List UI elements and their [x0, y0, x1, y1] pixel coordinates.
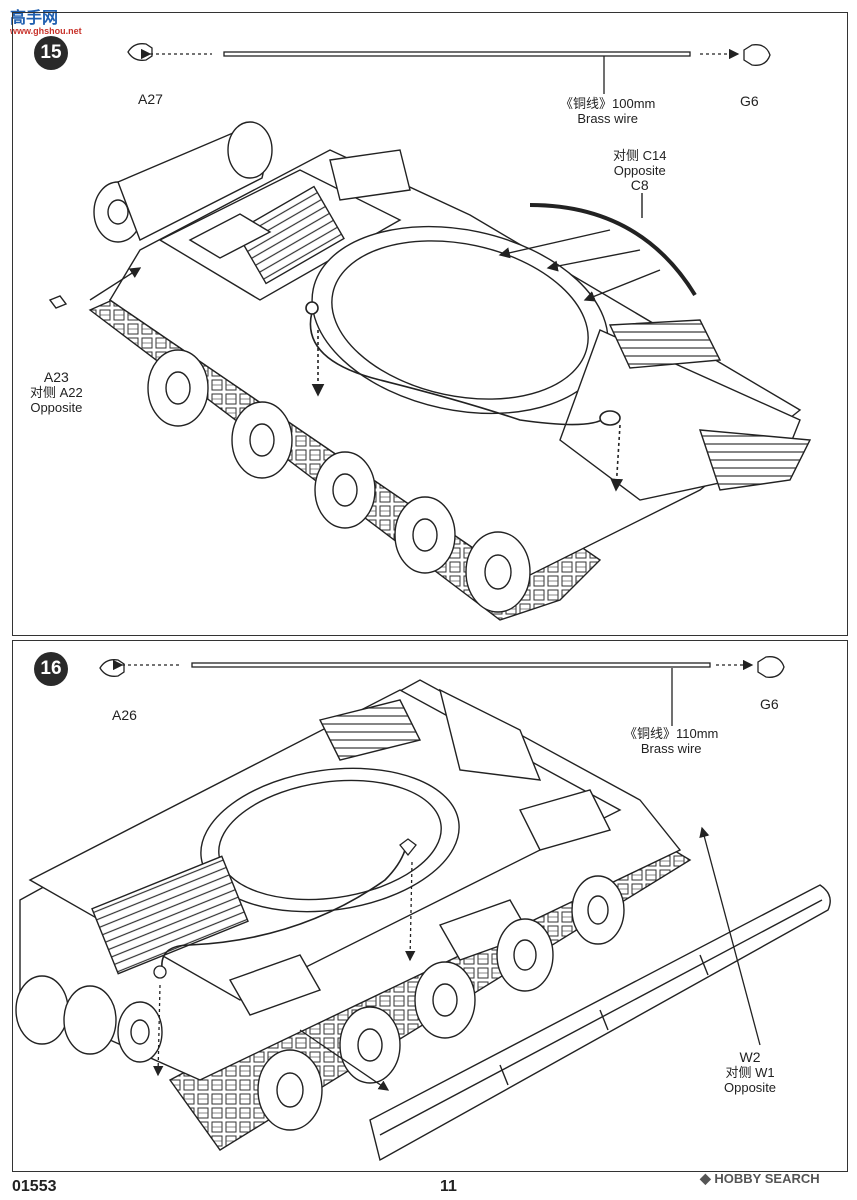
- step16-road-wheels: [257, 875, 625, 1131]
- part-label-a23-a22: A23 对侧 A22 Opposite: [30, 369, 83, 416]
- c14-line1: 对侧 C14: [613, 148, 667, 163]
- a23-line1: A23: [43, 369, 69, 385]
- a23-line2: 对侧 A22: [30, 385, 83, 400]
- step-16-badge: 16: [34, 652, 68, 686]
- step15-fender-part: [48, 193, 697, 309]
- step15-installed-wire: [305, 301, 624, 492]
- brass-wire-100-cn: 《铜线》100mm: [560, 96, 656, 111]
- step16-wire-callout: [99, 656, 785, 726]
- brass-wire-110-label: 《铜线》110mm Brass wire: [624, 726, 718, 756]
- c14-line3: C8: [630, 177, 649, 193]
- step15-road-wheels: [147, 349, 531, 613]
- part-label-a26: A26: [112, 707, 137, 723]
- a23-line3: Opposite: [30, 400, 83, 415]
- step16-arrows: [153, 826, 761, 1091]
- step-15-badge: 15: [34, 36, 68, 70]
- step-15-panel: [12, 12, 848, 636]
- page-number: 11: [440, 1178, 457, 1195]
- w2-line1: W2: [739, 1049, 761, 1065]
- brass-wire-110-en: Brass wire: [640, 741, 702, 756]
- part-label-a27: A27: [138, 91, 163, 107]
- site-watermark: 高手网 www.ghshou.net: [10, 4, 82, 36]
- part-label-w2-w1: W2 对侧 W1 Opposite: [724, 1049, 777, 1096]
- brass-wire-100-en: Brass wire: [577, 111, 639, 126]
- w2-line3: Opposite: [724, 1080, 777, 1095]
- hobby-search-text: HOBBY SEARCH: [714, 1171, 820, 1186]
- step15-wire-callout: [127, 43, 771, 94]
- part-label-c14-c8: 对侧 C14 Opposite C8: [613, 148, 666, 193]
- watermark-title: 高手网: [10, 10, 59, 27]
- hobby-search-icon: ◆: [700, 1170, 711, 1186]
- c14-line2: Opposite: [613, 163, 666, 178]
- hobby-search-watermark: ◆ HOBBY SEARCH: [700, 1170, 820, 1187]
- step16-side-skirt-part: [369, 884, 831, 1162]
- step-16-panel: [12, 640, 848, 1172]
- step15-tank-hull: [88, 121, 812, 621]
- brass-wire-100-label: 《铜线》100mm Brass wire: [560, 96, 655, 126]
- brass-wire-110-cn: 《铜线》110mm: [624, 726, 719, 741]
- w2-line2: 对侧 W1: [725, 1065, 775, 1080]
- kit-code: 01553: [12, 1178, 57, 1195]
- part-label-g6-top: G6: [740, 93, 759, 109]
- watermark-url: www.ghshou.net: [10, 26, 82, 36]
- part-label-g6-bottom: G6: [760, 696, 779, 712]
